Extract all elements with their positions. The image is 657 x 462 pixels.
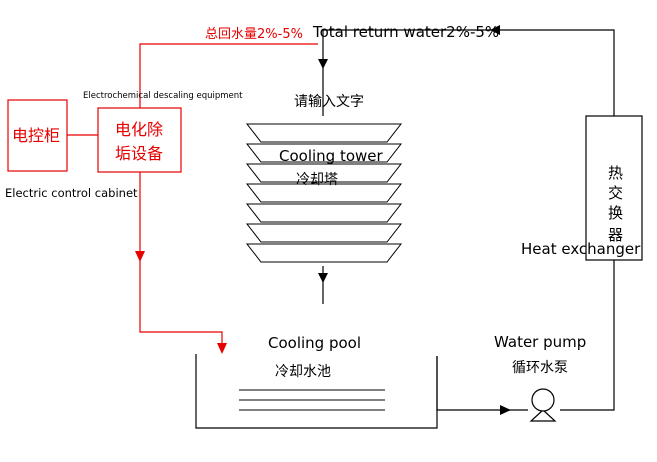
heat-exchanger-char-1: 热 (608, 164, 623, 182)
tower-inlet-arrow (318, 59, 328, 69)
descaling-equipment-label-2: 垢设备 (115, 144, 163, 163)
descaling-equipment-en-label: Electrochemical descaling equipment (83, 91, 243, 101)
cooling-pool-basin (195, 354, 438, 429)
return-water-en-label: Total return water2%-5% (312, 23, 499, 41)
tower-placeholder-label: 请输入文字 (294, 94, 364, 110)
cooling-pool-water (239, 389, 385, 411)
heat-exchanger-box (585, 115, 643, 261)
cooling-pool-en-label: Cooling pool (268, 334, 361, 352)
heat-exchanger-char-4: 器 (608, 226, 623, 244)
water-pump-zh-label: 循环水泵 (512, 360, 568, 376)
cooling-tower-zh-label: 冷却塔 (296, 172, 338, 188)
water-pump-en-label: Water pump (494, 333, 586, 351)
descaling-equipment-box (97, 107, 182, 173)
cooling-tower-en-label: Cooling tower (279, 147, 384, 165)
heat-exchanger-en-label: Heat exchanger (521, 240, 641, 258)
descaling-equipment-label-1: 电化除 (115, 120, 163, 139)
tower-outlet-arrow (318, 273, 328, 283)
pump-inlet-arrow (500, 405, 511, 415)
red-arrow-down-1 (135, 251, 145, 262)
red-arrow-down-2 (217, 343, 227, 354)
cooling-tower (245, 123, 403, 263)
heat-exchanger-char-3: 换 (608, 204, 623, 222)
return-arrow-left (490, 25, 500, 35)
cooling-pool-zh-label: 冷却水池 (275, 364, 331, 380)
return-water-zh-label: 总回水量2%-5% (205, 27, 303, 42)
control-cabinet-label: 电控柜 (12, 126, 60, 145)
heat-exchanger-char-2: 交 (608, 184, 623, 202)
water-pump (529, 388, 557, 422)
control-cabinet-en-label: Electric control cabinet (5, 186, 138, 200)
